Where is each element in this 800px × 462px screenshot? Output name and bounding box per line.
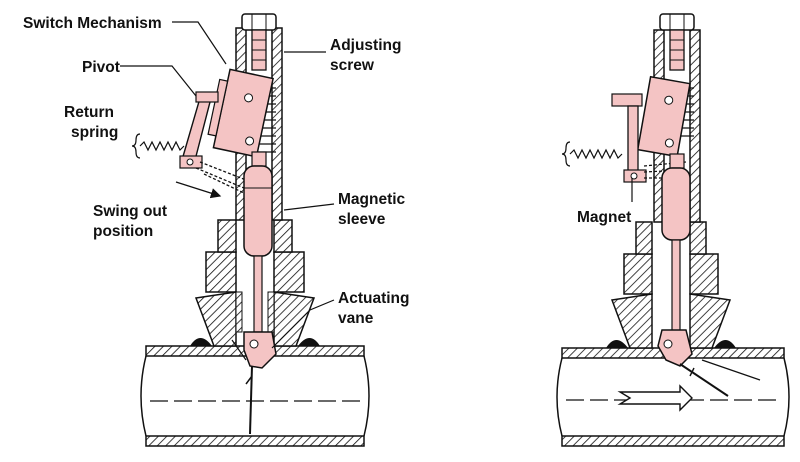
- left-spring-bracket: [131, 133, 141, 159]
- label-swing-out-2: position: [93, 223, 153, 240]
- right-magnet-arm: [611, 93, 647, 183]
- label-magnet: Magnet: [577, 209, 631, 226]
- label-return-spring-1: Return: [64, 104, 114, 121]
- right-actuating-vane: [657, 329, 761, 397]
- label-adjusting-screw-2: screw: [330, 57, 375, 74]
- left-swing-out-arrow: [175, 181, 222, 199]
- left-adjusting-screw: [251, 29, 267, 71]
- label-actuating-vane-1: Actuating: [338, 290, 409, 307]
- right-weld-bead: [298, 338, 320, 346]
- flow-direction-arrow: [617, 384, 693, 412]
- label-magnetic-sleeve-1: Magnetic: [338, 191, 406, 208]
- left-swing-out-dashes: [195, 161, 247, 195]
- left-assembly: [120, 13, 370, 447]
- right-adjusting-screw: [669, 29, 685, 71]
- right-spring-bracket: [561, 141, 571, 167]
- label-actuating-vane-2: vane: [338, 310, 374, 327]
- label-adjusting-screw-1: Adjusting: [330, 37, 401, 54]
- left-leader-lines: [120, 21, 335, 349]
- left-switch-mechanism: [207, 68, 274, 158]
- left-magnetic-sleeve: [243, 151, 273, 333]
- left-weld-bead: [190, 338, 212, 346]
- left-return-spring: [139, 140, 185, 152]
- label-switch-mechanism: Switch Mechanism: [23, 15, 162, 32]
- left-actuating-vane: [231, 331, 277, 435]
- right-switch-mechanism: [636, 75, 691, 158]
- right-magnetic-sleeve: [661, 153, 691, 333]
- right-assembly: [556, 13, 790, 447]
- right-fitting-body: [610, 221, 732, 349]
- label-return-spring-2: spring: [71, 124, 118, 141]
- left-fitting-body: [194, 219, 316, 347]
- right-return-spring: [569, 148, 623, 160]
- label-swing-out-1: Swing out: [93, 203, 167, 220]
- left-pivot-arm: [179, 91, 219, 169]
- right-right-weld-bead: [714, 340, 736, 348]
- right-left-weld-bead: [606, 340, 628, 348]
- label-pivot: Pivot: [82, 59, 120, 76]
- label-magnetic-sleeve-2: sleeve: [338, 211, 386, 228]
